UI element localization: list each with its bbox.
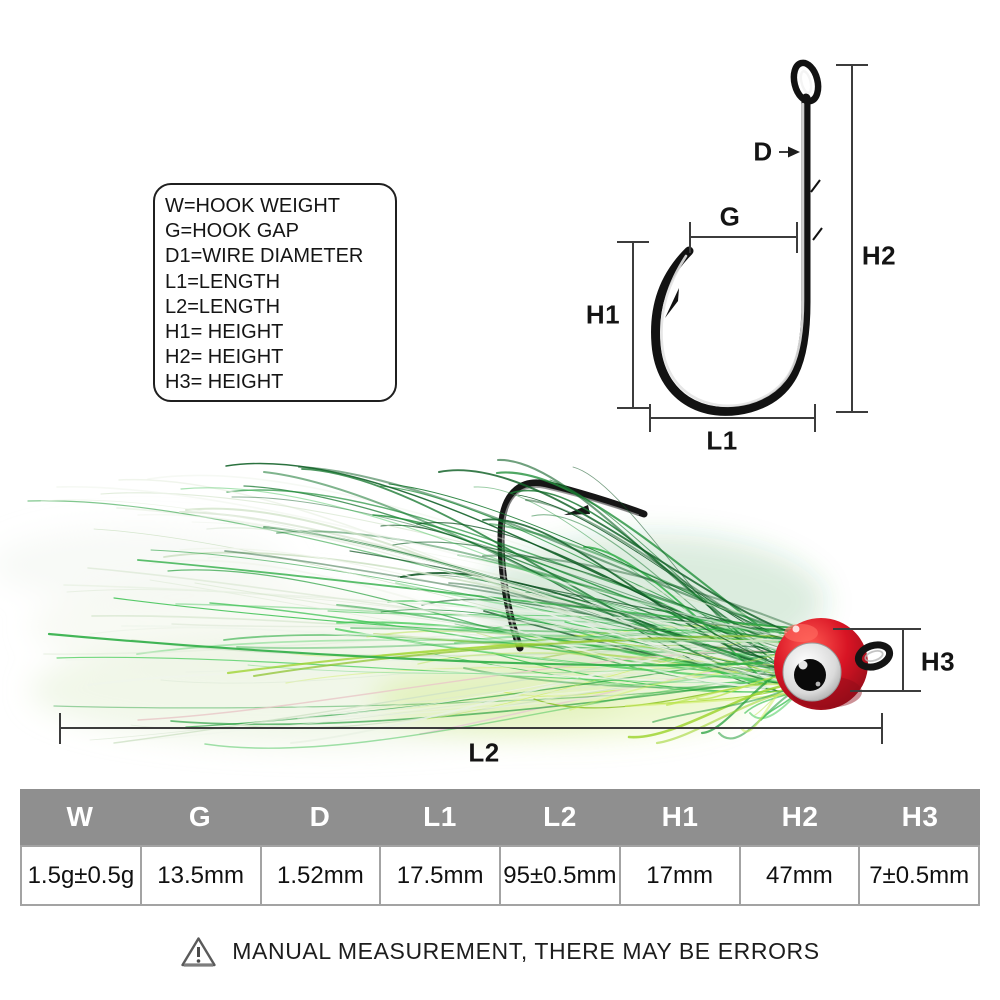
spec-table: W G D L1 L2 H1 H2 H3 1.5g±0.5g 13.5mm 1.…	[20, 789, 980, 906]
fiber-glow	[0, 527, 825, 746]
value-h3: 7±0.5mm	[858, 847, 978, 904]
value-w: 1.5g±0.5g	[27, 861, 135, 889]
legend-line-l1: L1=LENGTH	[165, 270, 281, 293]
dim-label-d: D	[753, 136, 773, 167]
col-header-h1: H1	[661, 801, 699, 832]
dim-label-g: G	[719, 201, 741, 232]
bucktail-fibers	[27, 458, 815, 750]
value-d: 1.52mm	[259, 847, 380, 904]
jig-head-eye	[782, 642, 842, 702]
dimension-lines	[617, 64, 868, 432]
legend-line-h1: H1= HEIGHT	[165, 321, 284, 344]
value-g: 13.5mm	[139, 847, 260, 904]
spec-table-value-row: 1.5g±0.5g 13.5mm 1.52mm 17.5mm 95±0.5mm …	[20, 845, 980, 906]
jig-head	[774, 618, 894, 710]
value-l2: 95±0.5mm	[499, 847, 619, 904]
hook-technical-diagram	[617, 59, 868, 432]
value-l1: 17.5mm	[379, 847, 499, 904]
col-header-d: D	[309, 801, 331, 832]
legend-line-w: W=HOOK WEIGHT	[165, 195, 340, 217]
hook-barb	[665, 288, 679, 318]
footer-note: MANUAL MEASUREMENT, THERE MAY BE ERRORS	[0, 931, 1000, 971]
legend-line-l2: L2=LENGTH	[165, 295, 281, 318]
legend-line-d1: D1=WIRE DIAMETER	[165, 245, 364, 268]
value-h1: 17mm	[618, 847, 739, 904]
spec-table-header-row: W G D L1 L2 H1 H2 H3	[20, 789, 980, 845]
legend-line-h3: H3= HEIGHT	[165, 371, 284, 394]
dim-label-h2: H2	[861, 240, 897, 271]
warning-triangle-icon	[181, 937, 216, 967]
col-header-h2: H2	[781, 801, 819, 832]
col-header-w: W	[66, 801, 94, 832]
legend-box: W=HOOK WEIGHT G=HOOK GAP D1=WIRE DIAMETE…	[153, 183, 397, 402]
value-h2: 47mm	[738, 847, 859, 904]
legend-line-g: G=HOOK GAP	[165, 220, 299, 243]
lure-photo	[0, 458, 921, 750]
lure-dimension-lines	[59, 628, 921, 744]
hook-highlight	[660, 102, 805, 408]
dim-label-l1: L1	[706, 425, 738, 456]
d-arrowhead	[788, 146, 800, 158]
col-header-g: G	[188, 801, 212, 832]
col-header-l2: L2	[543, 801, 577, 832]
footer-text: MANUAL MEASUREMENT, THERE MAY BE ERRORS	[232, 937, 820, 964]
jig-line-tie-loop	[854, 641, 894, 671]
dim-label-l2: L2	[468, 737, 500, 768]
hook-outline	[651, 93, 811, 416]
shank-nick-2	[812, 227, 823, 241]
dim-label-h1: H1	[585, 299, 621, 330]
col-header-h3: H3	[901, 801, 939, 832]
hook-eye	[790, 59, 822, 105]
legend-line-h2: H2= HEIGHT	[165, 346, 284, 369]
shank-nick-1	[810, 179, 821, 193]
dim-label-h3: H3	[920, 646, 956, 677]
col-header-l1: L1	[423, 801, 457, 832]
